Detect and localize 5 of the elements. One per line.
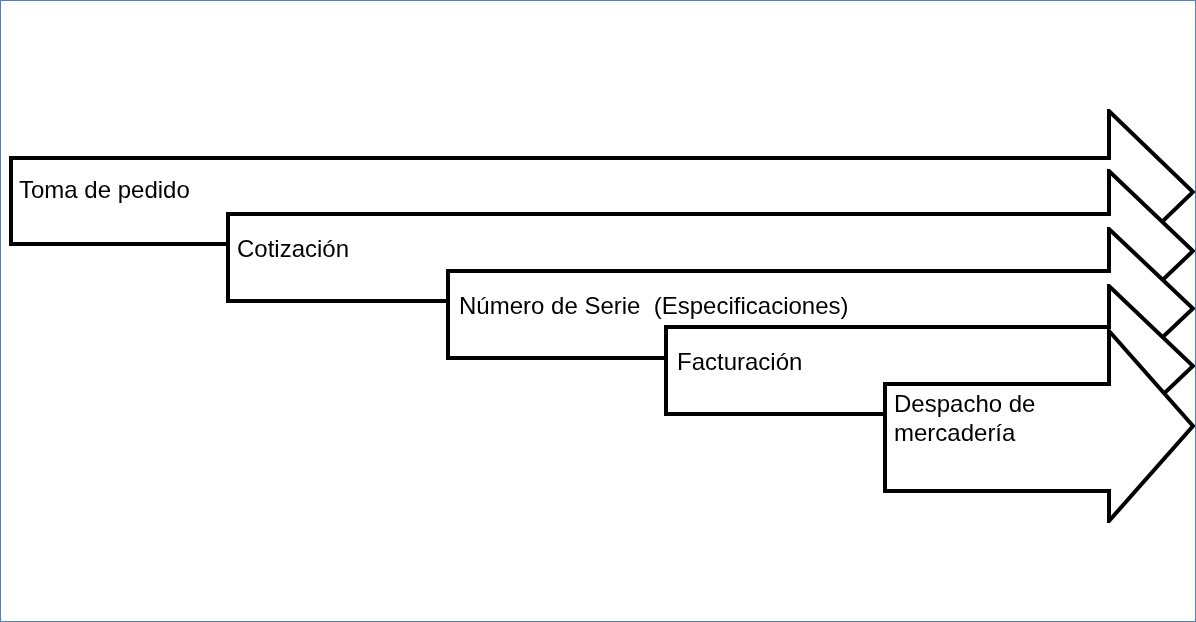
step-label: Toma de pedido xyxy=(19,175,191,204)
step-label: Facturación xyxy=(677,347,804,376)
step-label: Cotización xyxy=(237,234,351,263)
step-label: Número de Serie (Especificaciones) xyxy=(459,291,850,320)
step-label: Despacho de mercadería xyxy=(894,389,1037,447)
